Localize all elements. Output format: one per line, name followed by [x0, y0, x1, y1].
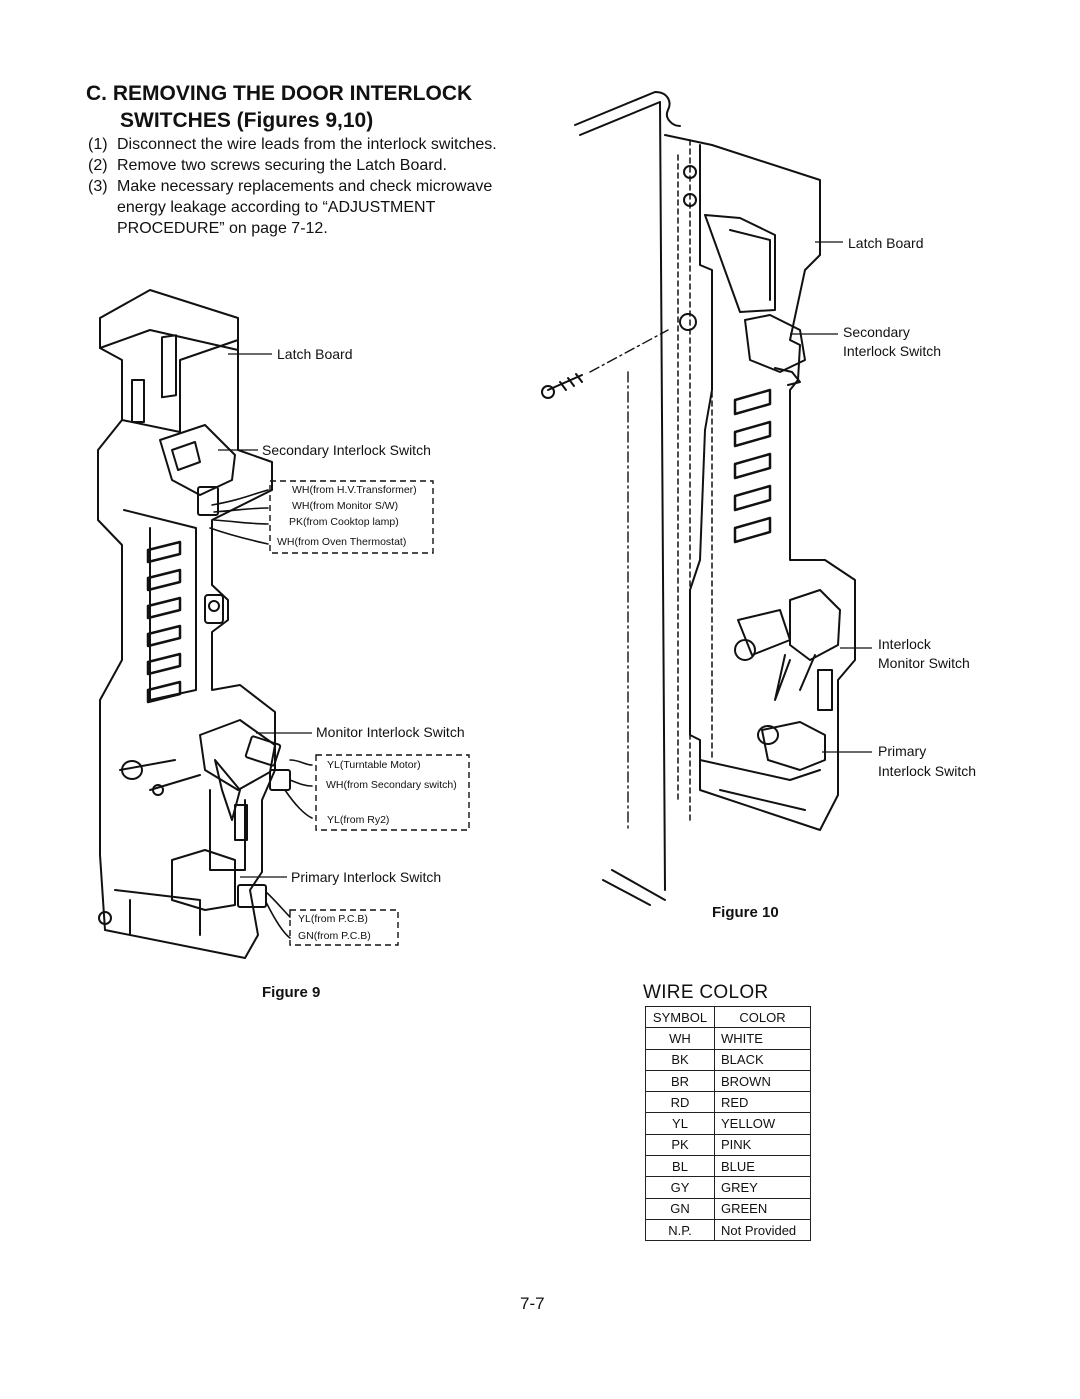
- fig9-latch-board-label: Latch Board: [277, 346, 353, 362]
- step-text: Remove two screws securing the Latch Boa…: [117, 157, 447, 174]
- leader-lines: [218, 241, 872, 878]
- table-cell: GY: [645, 1176, 715, 1199]
- step-1: (1) Disconnect the wire leads from the i…: [88, 134, 498, 155]
- table-cell: GREY: [714, 1176, 811, 1199]
- fig10-primary-label-1: Primary: [878, 743, 927, 759]
- fig10-monitor-label-2: Monitor Switch: [878, 655, 970, 671]
- table-cell: PINK: [714, 1133, 811, 1157]
- figure-10-caption: Figure 10: [712, 904, 779, 921]
- table-header-cell: SYMBOL: [645, 1005, 715, 1029]
- fig9-wire-label: YL(from Ry2): [327, 814, 390, 826]
- figure9-latch-board: [97, 289, 313, 959]
- table-cell: PK: [645, 1133, 715, 1157]
- figure10-latch-board: [541, 91, 856, 906]
- step-text: Make necessary replacements and check mi…: [117, 178, 493, 237]
- step-number: (1): [88, 136, 108, 153]
- fig9-primary-switch-label: Primary Interlock Switch: [291, 869, 442, 885]
- fig9-wire-label: WH(from Monitor S/W): [292, 500, 399, 512]
- table-cell: YELLOW: [714, 1112, 811, 1135]
- table-cell: N.P.: [645, 1218, 715, 1242]
- fig9-wire-label: YL(from P.C.B): [298, 913, 368, 925]
- fig10-latch-board-label: Latch Board: [848, 235, 924, 251]
- page-number: 7-7: [520, 1294, 545, 1313]
- table-cell: RED: [714, 1091, 811, 1114]
- fig9-wire-label: PK(from Cooktop lamp): [289, 516, 399, 528]
- wire-color-title: WIRE COLOR: [643, 982, 769, 1003]
- table-header-cell: COLOR: [714, 1005, 811, 1029]
- wire-label-boxes: [269, 480, 470, 946]
- table-cell: BL: [645, 1155, 715, 1178]
- fig10-secondary-label-2: Interlock Switch: [843, 343, 942, 359]
- table-cell: WH: [645, 1027, 715, 1050]
- step-number: (3): [88, 178, 108, 195]
- heading-line-2: SWITCHES (Figures 9,10): [120, 109, 374, 132]
- heading-line-1: C. REMOVING THE DOOR INTERLOCK: [86, 82, 473, 105]
- table-cell: YL: [645, 1112, 715, 1135]
- table-header-row: SYMBOL COLOR: [645, 1005, 811, 1029]
- fig10-primary-label-2: Interlock Switch: [878, 763, 977, 779]
- table-cell: BROWN: [714, 1069, 811, 1093]
- table-cell: BK: [645, 1048, 715, 1071]
- table-cell: BR: [645, 1069, 715, 1093]
- table-cell: BLACK: [714, 1048, 811, 1071]
- table-cell: RD: [645, 1091, 715, 1114]
- fig9-wire-label: WH(from Secondary switch): [326, 779, 457, 791]
- procedure-steps: (1) Disconnect the wire leads from the i…: [88, 134, 498, 239]
- table-cell: Not Provided: [714, 1218, 811, 1242]
- table-cell: GN: [645, 1197, 715, 1220]
- step-3: (3) Make necessary replacements and chec…: [88, 176, 498, 239]
- fig9-wire-label: GN(from P.C.B): [298, 930, 371, 942]
- table-cell: WHITE: [714, 1027, 811, 1050]
- table-cell: GREEN: [714, 1197, 811, 1220]
- step-text: Disconnect the wire leads from the inter…: [117, 136, 497, 153]
- figure-9-caption: Figure 9: [262, 984, 321, 1001]
- fig9-wire-label: YL(Turntable Motor): [327, 759, 421, 771]
- fig9-wire-label: WH(from H.V.Transformer): [292, 484, 417, 496]
- fig9-monitor-switch-label: Monitor Interlock Switch: [316, 724, 465, 740]
- fig9-wire-label: WH(from Oven Thermostat): [277, 536, 407, 548]
- fig10-secondary-label-1: Secondary: [843, 324, 910, 340]
- table-row: N.P.Not Provided: [645, 1218, 811, 1242]
- fig10-monitor-label-1: Interlock: [878, 636, 931, 652]
- step-2: (2) Remove two screws securing the Latch…: [88, 155, 498, 176]
- fig9-secondary-switch-label: Secondary Interlock Switch: [262, 442, 431, 458]
- section-heading: C. REMOVING THE DOOR INTERLOCK SWITCHES …: [86, 80, 472, 134]
- step-number: (2): [88, 157, 108, 174]
- table-cell: BLUE: [714, 1155, 811, 1178]
